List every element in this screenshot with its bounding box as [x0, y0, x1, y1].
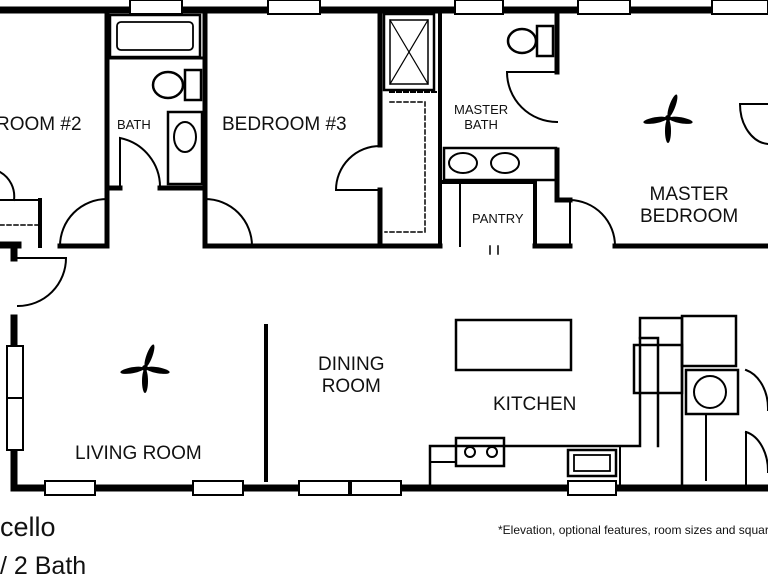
- window: [577, 0, 631, 15]
- living-room-label: LIVING ROOM: [75, 443, 202, 464]
- dining-room-label-line2: ROOM: [321, 375, 381, 397]
- bedroom-2-label: ROOM #2: [0, 114, 82, 135]
- window: [711, 0, 768, 15]
- master-bath-label: MASTER BATH: [454, 102, 509, 133]
- refrigerator: [632, 343, 684, 395]
- window: [6, 345, 24, 399]
- model-name: cello: [0, 512, 56, 542]
- window: [298, 480, 350, 496]
- window: [44, 480, 96, 496]
- window: [129, 0, 183, 15]
- kitchen-sink: [566, 448, 618, 478]
- master-bedroom-label-line2: BEDROOM: [640, 205, 739, 227]
- window: [454, 0, 504, 15]
- window: [350, 480, 402, 496]
- ceiling-fan-icon: [643, 94, 693, 143]
- master-bath-label-line2: BATH: [464, 116, 498, 132]
- disclaimer-note: *Elevation, optional features, room size…: [498, 523, 768, 537]
- window: [567, 480, 617, 496]
- master-bath-label-line1: MASTER: [454, 102, 509, 117]
- dining-room-label-line1: DINING: [318, 354, 385, 375]
- window: [192, 480, 244, 496]
- window: [6, 397, 24, 451]
- bedroom-3-label: BEDROOM #3: [222, 114, 347, 135]
- ceiling-fan-icon: [120, 344, 170, 393]
- kitchen-label: KITCHEN: [493, 394, 577, 415]
- kitchen-island: [454, 318, 573, 372]
- pantry-label: PANTRY: [472, 211, 524, 226]
- range: [454, 436, 506, 468]
- dining-room-label: DINING ROOM: [318, 354, 385, 398]
- bath-label: BATH: [117, 117, 151, 132]
- window: [267, 0, 321, 15]
- master-bedroom-label-line1: MASTER: [649, 184, 729, 205]
- bath-count: / 2 Bath: [0, 552, 87, 580]
- master-bedroom-label: MASTER BEDROOM: [640, 184, 738, 228]
